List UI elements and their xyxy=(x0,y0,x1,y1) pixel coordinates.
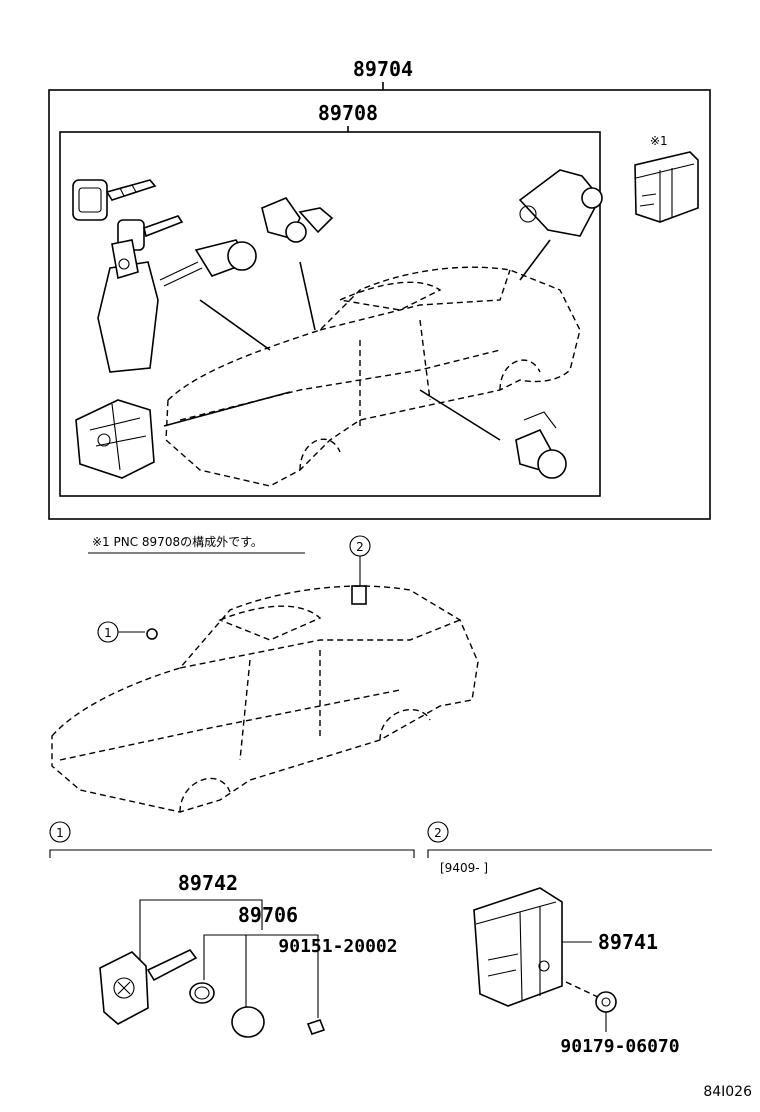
callout-1-text: 1 xyxy=(104,626,112,640)
part-89741-label: 89741 xyxy=(598,930,658,954)
hood-latch-icon xyxy=(75,399,155,479)
figure-id: 84I026 xyxy=(703,1084,752,1100)
date-range-label: [9409- ] xyxy=(440,861,488,875)
callout-1-marker: 1 xyxy=(97,621,158,643)
screw-icon xyxy=(306,1019,326,1035)
callout-2-text: 2 xyxy=(356,540,364,554)
ignition-lock-icon xyxy=(261,197,334,243)
control-module-icon xyxy=(473,887,563,1007)
assembly-89704-box xyxy=(48,89,711,520)
part-90179-label: 90179-06070 xyxy=(560,1036,679,1057)
car-outline-top xyxy=(163,239,581,487)
part-89742-label: 89742 xyxy=(178,871,238,895)
door-lock-bottom-icon xyxy=(515,411,567,479)
assembly-89708-box xyxy=(59,131,601,497)
module-top-right xyxy=(634,151,699,223)
key-icon-top xyxy=(72,179,157,221)
cap-icon xyxy=(231,1006,265,1038)
ring-washer-icon xyxy=(189,982,215,1004)
note-text: ※1 PNC 89708の構成外です。 xyxy=(92,535,263,549)
section-2-header: 2 xyxy=(427,821,712,858)
nut-icon xyxy=(595,991,617,1013)
trunk-lock-icon xyxy=(518,169,603,237)
assembly-89708-label: 89708 xyxy=(318,101,378,125)
part-90151-label: 90151-20002 xyxy=(278,936,397,957)
leader-nut-dashed xyxy=(565,981,601,999)
section-1-text: 1 xyxy=(56,826,64,840)
leader-89742 xyxy=(139,899,263,960)
key-fob-icon xyxy=(97,239,159,373)
section-1-header: 1 xyxy=(49,821,415,858)
key-icon-section-1 xyxy=(99,948,198,1025)
leader-89706 xyxy=(203,934,319,1018)
assembly-89704-label: 89704 xyxy=(353,57,413,81)
callout-2-marker: 2 xyxy=(349,535,371,605)
section-2-text: 2 xyxy=(434,826,442,840)
note-marker-label: ※1 xyxy=(650,134,668,148)
door-lock-cylinder-icon xyxy=(159,239,257,287)
car-outline-middle xyxy=(51,585,479,813)
part-89706-label: 89706 xyxy=(238,903,298,927)
